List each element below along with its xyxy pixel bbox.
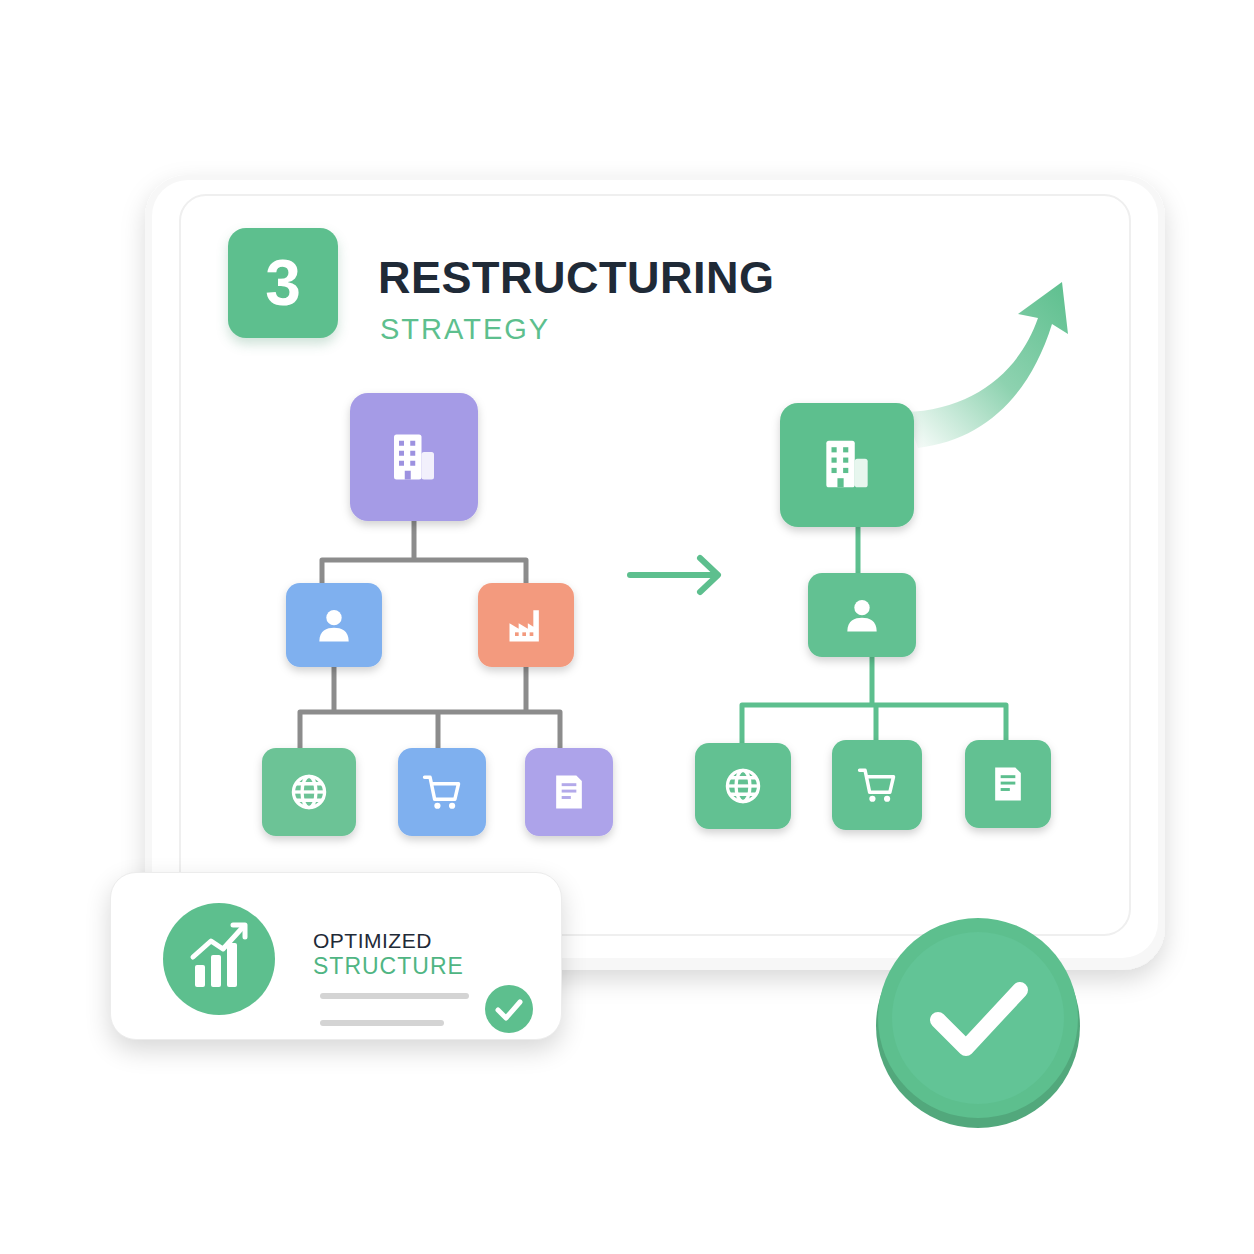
transition-arrow — [630, 558, 718, 592]
card-subheading: STRUCTURE — [313, 953, 464, 980]
growth-arrow — [905, 282, 1068, 448]
title-subheading: STRATEGY — [380, 313, 550, 346]
title-heading: RESTRUCTURING — [378, 252, 775, 304]
left-icons — [293, 435, 581, 809]
left-tree — [262, 393, 613, 836]
step-number: 3 — [265, 251, 301, 315]
panel — [145, 175, 1165, 970]
left-tree-wires — [300, 520, 560, 750]
right-icons — [727, 441, 1020, 802]
step-badge: 3 — [228, 228, 338, 338]
card-heading: OPTIMIZED — [313, 929, 432, 953]
right-tree-wires — [742, 525, 1006, 745]
check-badge — [876, 918, 1080, 1128]
right-tree — [695, 403, 1051, 830]
result-card: OPTIMIZEDSTRUCTURE — [110, 872, 562, 1040]
